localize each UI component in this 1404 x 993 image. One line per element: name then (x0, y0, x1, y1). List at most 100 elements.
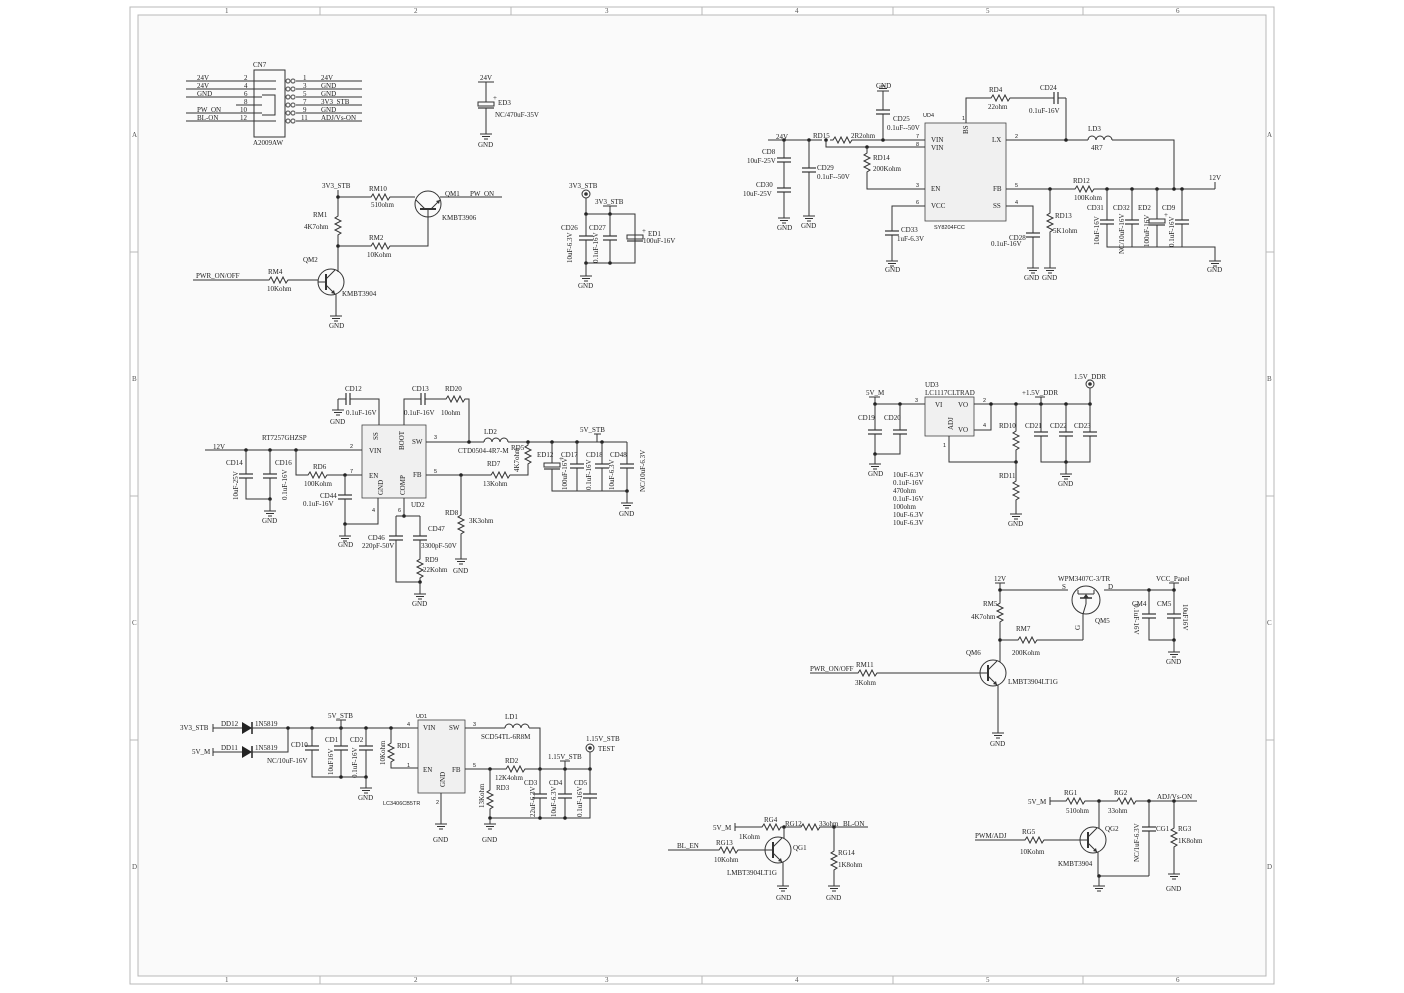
schematic-label: ED1 (648, 230, 661, 238)
schematic-label: 4 (795, 976, 799, 984)
zone-dividers (130, 7, 1274, 984)
schematic-label: 2R2ohm (851, 132, 876, 140)
schematic-label: LD2 (484, 428, 497, 436)
schematic-label: GND (619, 510, 634, 518)
capacitor-ed3[interactable]: 24V ED3 NC/470uF-35V GND (477, 74, 539, 149)
schematic-label: C (1267, 619, 1272, 627)
schematic-label: S (1062, 583, 1066, 591)
panel-power-switch[interactable]: 12V WPM3407C-3/TR S D G QM5 VCC_Panel GN… (810, 575, 1190, 748)
schematic-label: QG1 (793, 844, 807, 852)
schematic-label: 6 (244, 90, 248, 98)
schematic-label: 0.1uF-16V (991, 240, 1022, 248)
schematic-label: 10uF-6.3V (550, 786, 558, 817)
schematic-label: G (1074, 625, 1082, 630)
schematic-label: LMBT3904LT1G (1008, 678, 1058, 686)
schematic-label: GND (1058, 480, 1073, 488)
schematic-label: 33ohm (1108, 807, 1128, 815)
adj-vs-on-circuit[interactable]: 5V_M RG1 510ohm RG2 33ohm ADJ/Vs-ON CG1 … (975, 789, 1203, 893)
schematic-label: UD3 (925, 381, 939, 389)
cn7-net: 24V (197, 82, 209, 90)
schematic-label: FB (993, 185, 1002, 193)
schematic-label: 3 (434, 435, 437, 441)
buck-5v-ud2[interactable]: RT7257GHZSP UD2 VIN EN SS BOOT GND COMP … (205, 385, 647, 608)
schematic-label: 3V3_STB (595, 198, 624, 206)
schematic-label: 10uF-6.3V (566, 232, 574, 263)
schematic-label: GND (412, 600, 427, 608)
buck-115v-ud1[interactable]: 3V3_STB 5V_M DD12 DD11 1N5819 1N5819 5V_… (180, 712, 620, 844)
schematic-label: RG5 (1022, 828, 1036, 836)
schematic-label: CD13 (412, 385, 429, 393)
schematic-label: 2 (1015, 134, 1018, 140)
schematic-label: LC3406CB5TR (383, 801, 420, 807)
schematic-label: GND (868, 470, 883, 478)
schematic-label: RM11 (856, 661, 874, 669)
schematic-label: 200Kohm (1012, 649, 1041, 657)
schematic-label: RD1 (397, 742, 411, 750)
schematic-label: 7 (303, 98, 307, 106)
schematic-label: 7 (350, 469, 353, 475)
schematic-label: 100uF-16V (643, 237, 675, 245)
schematic-label: 12V (213, 443, 225, 451)
schematic-label: VO (958, 426, 968, 434)
schematic-label: 0.1uF-16V (303, 500, 334, 508)
schematic-label: 3V3_STB (180, 724, 209, 732)
stb-capacitors[interactable]: 3V3_STB 3V3_STB CD26 CD27 10uF-6.3V 0.1u… (561, 182, 675, 290)
pwon-circuit[interactable]: 3V3_STB RM10 510ohm QM1 PW_ON KMBT3906 R… (193, 182, 502, 330)
schematic-label: NC/10uF-16V (267, 757, 307, 765)
schematic-label: 10Kohm (367, 251, 392, 259)
schematic-label: 0.1uF-16V (1132, 604, 1140, 635)
schematic-label: CD44 (320, 492, 337, 500)
schematic-label: NC/1uF-6.3V (1133, 823, 1141, 862)
cn7-net: 24V (197, 74, 209, 82)
schematic-label: CD20 (884, 414, 901, 422)
schematic-label: 5V_M (192, 748, 211, 756)
buck-12v-ud4[interactable]: UD4 SY8204FCC VIN VIN EN VCC BS LX FB SS… (743, 82, 1222, 282)
schematic-label: 2 (350, 444, 353, 450)
connector-cn7[interactable]: CN7 A2009AW 24V 24V GND PW_ON BL-ON 2 4 … (186, 61, 362, 147)
schematic-label: CD1 (325, 736, 339, 744)
schematic-label: RG12 (785, 820, 802, 828)
schematic-label: 13Kohm (483, 480, 508, 488)
schematic-label: 8 (244, 98, 248, 106)
schematic-label: NC/470uF-35V (495, 111, 539, 119)
schematic-label: 0.1uF-16V (576, 786, 584, 817)
schematic-label: RD13 (1055, 212, 1072, 220)
ic-ud2 (361, 424, 427, 499)
cn7-net: PW_ON (197, 106, 221, 114)
schematic-label: 10Kohm (267, 285, 292, 293)
schematic-label: 3 (915, 398, 918, 404)
cn7-net: 24V (321, 74, 333, 82)
schematic-label: 220pF-50V (362, 542, 394, 550)
schematic-label: 6 (916, 200, 919, 206)
schematic-label: CD28 (1009, 234, 1026, 242)
schematic-label: CD24 (1040, 84, 1057, 92)
schematic-label: CD48 (610, 451, 627, 459)
schematic-label: 10uF-6.3V (893, 511, 924, 519)
backlight-enable-circuit[interactable]: 5V_M RG4 1Kohm RG12 33ohm BL-ON RG14 1K8… (668, 816, 868, 902)
schematic-label: 6 (1176, 976, 1180, 984)
schematic-label: RG14 (838, 849, 855, 857)
ldo-ddr-ud3[interactable]: UD3 LC1117CLTRAD VI VO VO ADJ 3 2 4 1 5V… (858, 373, 1106, 528)
schematic-label: VIN (931, 144, 943, 152)
schematic-label: CD31 (1087, 204, 1104, 212)
schematic-label: UD1 (416, 714, 427, 720)
schematic-label: QM5 (1095, 617, 1110, 625)
schematic-label: ED3 (498, 99, 511, 107)
schematic-label: TEST (598, 745, 615, 753)
schematic-label: 5 (986, 976, 990, 984)
schematic-label: 4K7ohm (304, 223, 329, 231)
schematic-label: CD16 (275, 459, 292, 467)
schematic-label: 0.1uF-16V (281, 469, 289, 500)
schematic-label: 12V (1209, 174, 1221, 182)
schematic-label: QM2 (303, 256, 318, 264)
schematic-label: 100Kohm (1074, 194, 1103, 202)
schematic-label: 6 (1176, 7, 1180, 15)
schematic-label: CG1 (1156, 825, 1170, 833)
schematic-label: GND (1207, 266, 1222, 274)
schematic-label: B (1267, 375, 1272, 383)
schematic-label: CD21 (1025, 422, 1042, 430)
schematic-label: 33ohm (819, 820, 839, 828)
schematic-label: WPM3407C-3/TR (1058, 575, 1110, 583)
schematic-label: 5V_M (713, 824, 732, 832)
schematic-label: 1K8ohm (838, 861, 863, 869)
